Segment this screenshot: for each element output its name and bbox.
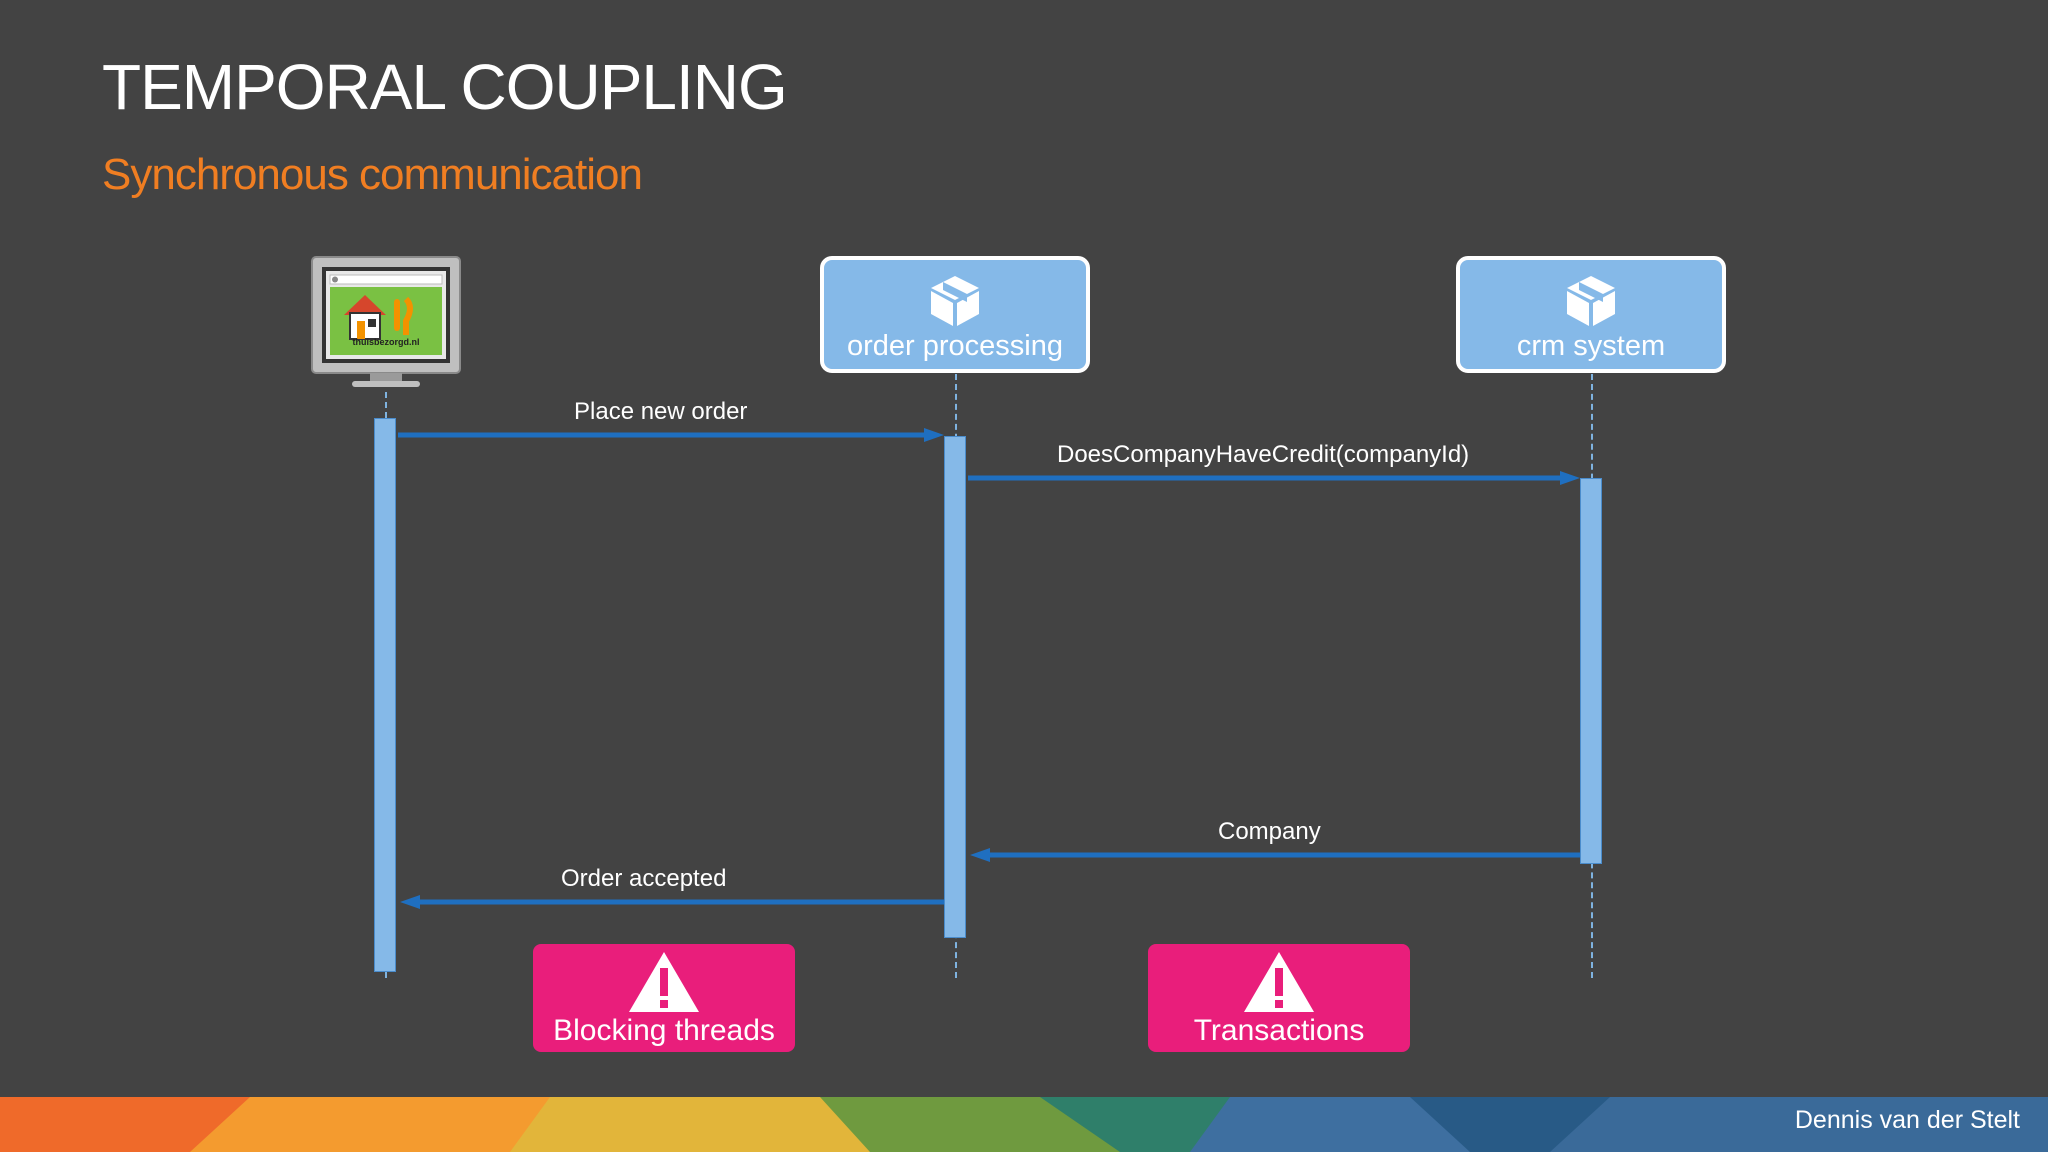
warning-blocking-threads: Blocking threads [533, 944, 795, 1052]
slide-subtitle: Synchronous communication [102, 150, 643, 199]
message-label-place-new-order: Place new order [574, 398, 748, 425]
order-processing-label: order processing [847, 330, 1063, 362]
warning-label: Transactions [1193, 1014, 1365, 1047]
arrow-does-company-have-credit [968, 471, 1580, 485]
client-logo-text: thuisbezorgd.nl [352, 337, 420, 347]
website-monitor-icon [311, 256, 461, 387]
slide-title: TEMPORAL COUPLING [102, 51, 788, 123]
warning-icon [1244, 952, 1314, 1012]
client-activation-bar [374, 418, 396, 972]
package-icon [1567, 276, 1615, 326]
author-name: Dennis van der Stelt [1794, 1106, 2020, 1134]
crm-system-box: crm system [1456, 256, 1726, 373]
warning-icon [629, 952, 699, 1012]
order-processing-box: order processing [820, 256, 1090, 373]
crm-activation-bar [1580, 478, 1602, 864]
client-participant: thuisbezorgd.nl [310, 255, 462, 389]
message-label-company: Company [1218, 818, 1321, 845]
footer-band [0, 1097, 2048, 1152]
warning-transactions: Transactions [1148, 944, 1410, 1052]
arrow-order-accepted [400, 895, 944, 909]
footer-band-graphic [0, 1097, 2048, 1152]
message-label-does-company-have-credit: DoesCompanyHaveCredit(companyId) [1057, 441, 1470, 468]
warning-label: Blocking threads [553, 1014, 775, 1047]
arrow-company [970, 848, 1580, 862]
crm-system-label: crm system [1516, 330, 1666, 362]
order-activation-bar [944, 436, 966, 938]
message-label-order-accepted: Order accepted [561, 865, 727, 892]
arrow-place-new-order [398, 428, 944, 442]
package-icon [931, 276, 979, 326]
